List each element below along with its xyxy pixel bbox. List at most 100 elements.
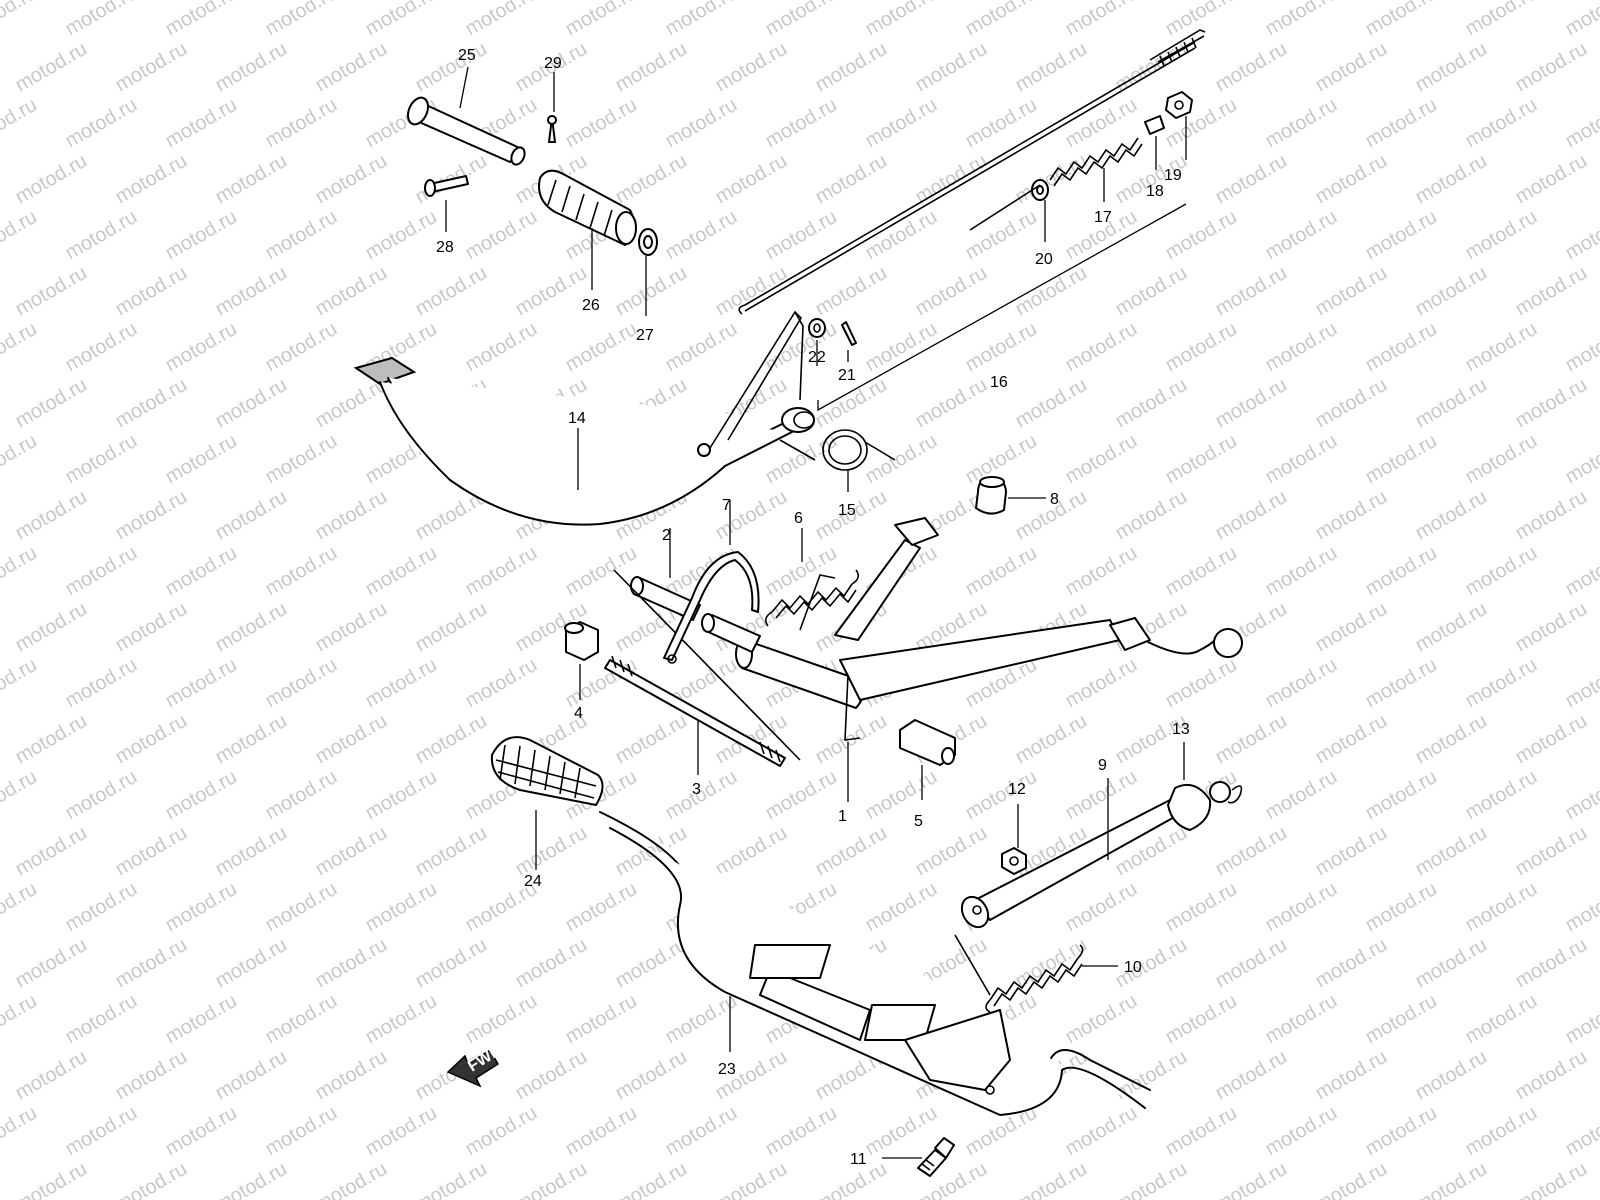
watermark-text: motod.ru: [1012, 262, 1091, 321]
watermark-text: motod.ru: [812, 38, 891, 97]
watermark-text: motod.ru: [1562, 542, 1600, 601]
watermark-text: motod.ru: [962, 318, 1041, 377]
watermark-text: motod.ru: [1362, 766, 1441, 825]
watermark-text: motod.ru: [212, 710, 291, 769]
watermark-text: motod.ru: [962, 542, 1041, 601]
watermark-text: motod.ru: [12, 934, 91, 993]
watermark-text: motod.ru: [62, 318, 141, 377]
watermark-text: motod.ru: [412, 598, 491, 657]
watermark-text: motod.ru: [12, 262, 91, 321]
callout-28: 28: [436, 239, 454, 256]
watermark-text: motod.ru: [712, 822, 791, 881]
watermark-text: motod.ru: [262, 654, 341, 713]
watermark-text: motod.ru: [0, 542, 41, 601]
part-17-drawing: [1049, 137, 1143, 187]
watermark-text: motod.ru: [12, 486, 91, 545]
watermark-text: motod.ru: [262, 430, 341, 489]
watermark-text: motod.ru: [312, 710, 391, 769]
watermark-text: motod.ru: [262, 542, 341, 601]
callout-24: 24: [524, 873, 542, 890]
watermark-text: motod.ru: [1112, 1158, 1191, 1200]
part-27-drawing: [638, 228, 658, 256]
watermark-text: motod.ru: [1562, 318, 1600, 377]
watermark-text: motod.ru: [1412, 822, 1491, 881]
callout-26: 26: [582, 297, 600, 314]
callout-9: 9: [1098, 757, 1107, 774]
watermark-text: motod.ru: [1562, 766, 1600, 825]
watermark-text: motod.ru: [1162, 990, 1241, 1049]
watermark-text: motod.ru: [1112, 374, 1191, 433]
watermark-text: motod.ru: [262, 94, 341, 153]
watermark-text: motod.ru: [1562, 430, 1600, 489]
watermark-text: motod.ru: [1262, 766, 1341, 825]
watermark-text: motod.ru: [962, 94, 1041, 153]
watermark-text: motod.ru: [662, 94, 741, 153]
watermark-text: motod.ru: [1412, 38, 1491, 97]
watermark-text: motod.ru: [1312, 1046, 1391, 1105]
watermark-text: motod.ru: [0, 654, 41, 713]
callout-4: 4: [574, 705, 583, 722]
watermark-text: motod.ru: [1062, 1102, 1141, 1161]
watermark-text: motod.ru: [862, 878, 941, 937]
watermark-text: motod.ru: [1112, 486, 1191, 545]
watermark-text: motod.ru: [1212, 1158, 1291, 1200]
watermark-text: motod.ru: [1412, 486, 1491, 545]
watermark-text: motod.ru: [1062, 0, 1141, 40]
watermark-text: motod.ru: [1262, 94, 1341, 153]
parts-drawings: FWD: [353, 29, 1243, 1177]
watermark-text: motod.ru: [762, 0, 841, 40]
watermark-text: motod.ru: [562, 990, 641, 1049]
watermark-text: motod.ru: [162, 990, 241, 1049]
watermark-text: motod.ru: [362, 542, 441, 601]
watermark-text: motod.ru: [1212, 1046, 1291, 1105]
watermark-text: motod.ru: [662, 206, 741, 265]
callout-20: 20: [1035, 251, 1053, 268]
watermark-text: motod.ru: [1212, 38, 1291, 97]
callout-1: 1: [838, 808, 847, 825]
watermark-text: motod.ru: [612, 934, 691, 993]
watermark-text: motod.ru: [512, 934, 591, 993]
watermark-text: motod.ru: [662, 766, 741, 825]
part-19-drawing: [1165, 91, 1193, 119]
watermark-text: motod.ru: [1062, 542, 1141, 601]
part-7-drawing: [663, 551, 760, 664]
part-16-drawing: [738, 29, 1206, 315]
watermark-text: motod.ru: [1512, 150, 1591, 209]
part-6-drawing: [764, 569, 860, 627]
watermark-text: motod.ru: [212, 486, 291, 545]
part-26-drawing: [538, 169, 637, 246]
watermark-text: motod.ru: [1362, 0, 1441, 40]
watermark-text: motod.ru: [0, 1102, 41, 1161]
watermark-text: motod.ru: [1312, 1158, 1391, 1200]
callout-17: 17: [1094, 209, 1112, 226]
callout-21: 21: [838, 367, 856, 384]
watermark-text: motod.ru: [262, 206, 341, 265]
watermark-text: motod.ru: [112, 598, 191, 657]
watermark-text: motod.ru: [112, 38, 191, 97]
watermark-text: motod.ru: [1562, 990, 1600, 1049]
watermark-text: motod.ru: [62, 0, 141, 40]
watermark-text: motod.ru: [1412, 1046, 1491, 1105]
watermark-text: motod.ru: [962, 0, 1041, 40]
watermark-text: motod.ru: [162, 206, 241, 265]
watermark-text: motod.ru: [1162, 878, 1241, 937]
watermark-text: motod.ru: [1512, 38, 1591, 97]
watermark-text: motod.ru: [1462, 766, 1541, 825]
watermark-text: motod.ru: [62, 1102, 141, 1161]
watermark-text: motod.ru: [612, 710, 691, 769]
watermark-text: motod.ru: [62, 654, 141, 713]
part-28-drawing: [424, 175, 469, 197]
watermark-text: motod.ru: [862, 766, 941, 825]
watermark-text: motod.ru: [1162, 0, 1241, 40]
watermark-text: motod.ru: [1512, 262, 1591, 321]
watermark-text: motod.ru: [12, 38, 91, 97]
watermark-text: motod.ru: [1362, 654, 1441, 713]
watermark-text: motod.ru: [862, 1102, 941, 1161]
watermark-text: motod.ru: [612, 1158, 691, 1200]
watermark-text: motod.ru: [212, 374, 291, 433]
watermark-text: motod.ru: [1512, 710, 1591, 769]
watermark-text: motod.ru: [312, 38, 391, 97]
watermark-text: motod.ru: [1262, 990, 1341, 1049]
watermark-text: motod.ru: [62, 542, 141, 601]
watermark-text: motod.ru: [212, 262, 291, 321]
